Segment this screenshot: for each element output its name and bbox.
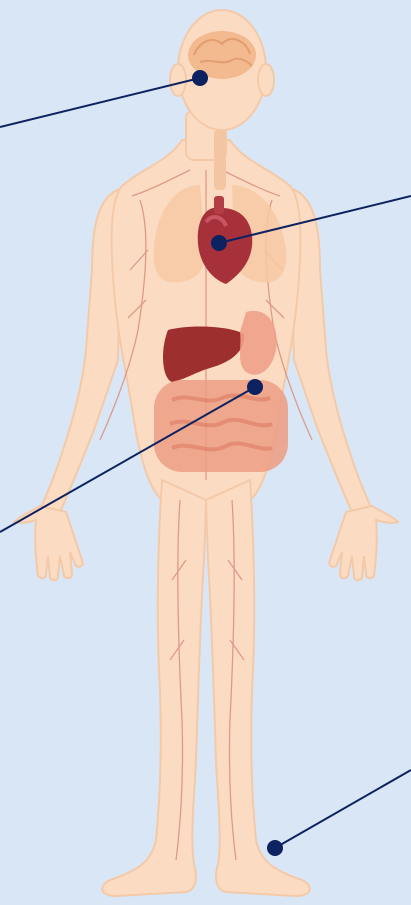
right-arm: [290, 188, 372, 512]
left-leg: [102, 480, 206, 896]
right-ear: [258, 64, 274, 96]
callout-dot-stomach: [248, 380, 262, 394]
intestines: [154, 380, 288, 472]
callout-dot-foot: [268, 841, 282, 855]
right-leg: [206, 480, 310, 896]
left-ear: [170, 64, 186, 96]
trachea: [214, 130, 226, 190]
callout-dot-heart: [212, 236, 226, 250]
callout-dot-brain: [193, 71, 207, 85]
callout-line-brain: [0, 78, 200, 127]
right-hand: [329, 506, 398, 580]
callout-line-foot: [275, 770, 411, 848]
left-arm: [40, 188, 122, 512]
